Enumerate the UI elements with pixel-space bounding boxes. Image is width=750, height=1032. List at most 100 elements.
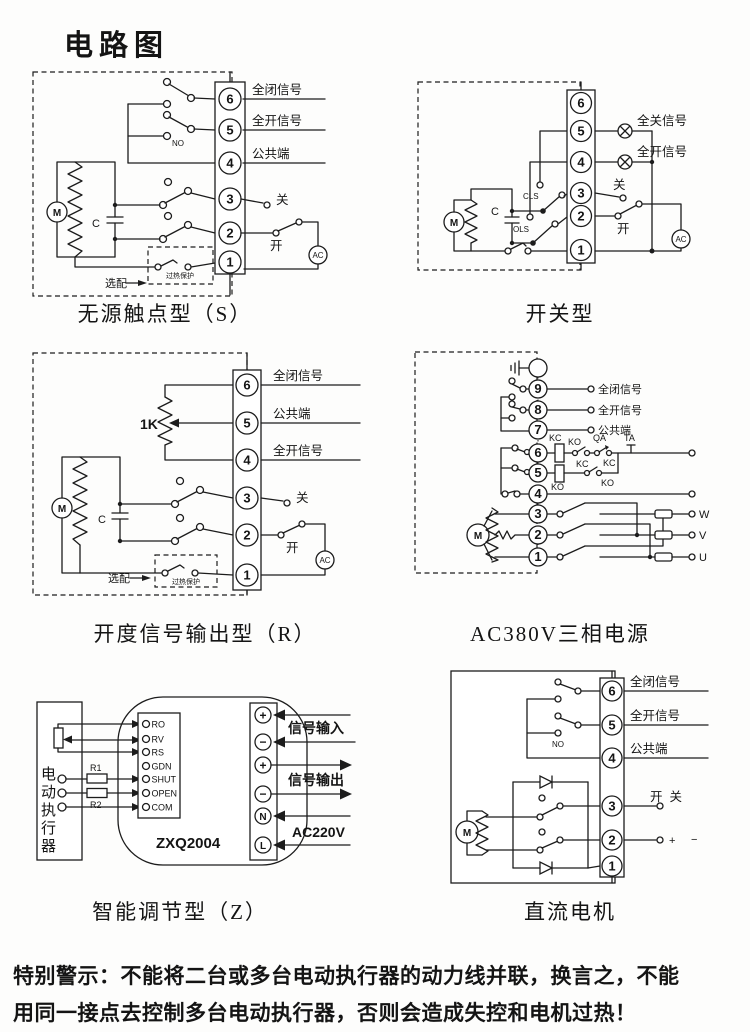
wiper-arrow-icon [169,418,179,428]
motor-label: M [53,208,61,219]
close-label: 关 [613,178,626,192]
terminal-column: + − + − N L [249,702,278,861]
caption-smart-regulator: 智能调节型（Z） [92,900,268,924]
actuator-char-5: 器 [41,838,56,855]
svg-text:5: 5 [577,124,584,139]
svg-text:3: 3 [577,186,584,201]
phase-switching: W V U [546,502,710,564]
common-label: 公共端 [252,147,290,161]
terminal-strip: 6 5 4 3 2 1 [599,670,625,884]
ols-label: OLS [513,225,529,234]
svg-text:6: 6 [534,445,541,460]
motor-winding [464,199,478,244]
diode-bridge [512,774,601,876]
signal-closed-label: 全关信号 [637,113,687,128]
terminal-strip: 6 5 4 3 2 1 [232,352,262,596]
capacitor-label: C [92,218,100,230]
svg-text:COM: COM [152,803,173,813]
close-label: 关 [276,193,289,207]
no-label: NO [552,740,564,749]
resistor-r1 [86,773,108,784]
ta-label: TA [624,433,635,443]
svg-text:6: 6 [608,684,615,699]
svg-text:2: 2 [243,528,250,543]
open-label: 开 [286,541,299,555]
warning-block: 特别警示：不能将二台或多台电动执行器的动力线并联，换言之，不能 用同一接点去控制… [13,958,748,1032]
capacitor: C [470,188,520,244]
fuse-u [654,552,673,562]
svg-text:1: 1 [608,859,615,874]
resistor-r2 [86,787,108,799]
svg-text:2: 2 [226,226,233,241]
svg-text:+: + [259,709,266,723]
terminal-labels: 全闭信号 全开信号 公共端 关 开 AC [240,82,328,270]
device-model-label: ZXQ2004 [156,835,221,852]
open-close-label: 开 关 [650,790,682,804]
io-wires: 信号输入 信号输出 AC220V [270,709,356,851]
smart-regulator-diagram: 电 动 执 行 器 R1 R2 RO [36,696,356,866]
no-label: NO [172,139,184,148]
signal-switches: NO [526,678,601,759]
enclosure-box [450,670,616,884]
ac-source-label: AC [312,251,323,260]
motor-symbol: M [46,161,83,258]
capacitor-label: C [98,514,106,526]
pushbuttons: 关 开 AC [594,178,691,252]
signal-closed-label: 全闭信号 [273,368,323,383]
motor-symbol: M [443,199,506,252]
svg-text:5: 5 [534,465,541,480]
svg-text:1: 1 [534,549,541,564]
svg-text:L: L [260,841,266,852]
signal-closed-label: 全闭信号 [252,82,302,97]
lamp-outputs: 全关信号 全开信号 [594,113,687,254]
svg-text:1: 1 [226,255,233,270]
signal-labels: 全闭信号 全开信号 公共端 [546,382,642,437]
common-label: 公共端 [630,742,668,756]
signal-switches [500,377,530,432]
qa-label: QA [593,433,606,443]
optional-label: 选配 [108,572,130,585]
actuator-char-4: 行 [41,820,56,837]
svg-text:4: 4 [534,486,542,501]
svg-text:1: 1 [243,568,250,583]
caption-dc-motor: 直流电机 [524,900,616,924]
svg-text:4: 4 [608,751,616,766]
svg-text:4: 4 [577,155,585,170]
terminal-labels: 全闭信号 公共端 全开信号 关 开 AC [260,368,361,576]
svg-text:2: 2 [534,527,541,542]
switch-type-diagram: M C CLS OLS [417,81,691,271]
actuator-char-3: 执 [41,802,56,819]
motor-symbol: M [51,456,88,574]
svg-text:SHUT: SHUT [152,775,177,785]
r1-label: R1 [90,763,102,773]
diode-icon-2 [539,860,554,876]
svg-text:RV: RV [152,735,164,745]
warning-line-1: 特别警示：不能将二台或多台电动执行器的动力线并联，换言之，不能 [13,965,680,988]
svg-text:5: 5 [226,123,233,138]
terminal-labels: 全闭信号 全开信号 公共端 开 关 + − [623,674,709,847]
motor-winding [72,456,88,546]
thermal-label: 过热保护 [166,271,194,280]
svg-text:−: − [259,735,266,749]
limit-switches: NO [112,77,216,244]
motor-symbol: M [455,810,489,856]
motor-winding [485,507,499,563]
motor-label: M [463,828,471,839]
passive-contact-diagram: M C NO [32,71,328,297]
svg-text:6: 6 [226,92,233,107]
svg-text:+: + [259,759,266,773]
svg-text:GDN: GDN [152,762,172,772]
ground-symbol [510,360,530,376]
svg-text:5: 5 [243,416,250,431]
kc-coil [554,443,565,463]
r2-label: R2 [90,800,102,810]
svg-text:4: 4 [226,156,234,171]
kc-label-2: KC [603,458,616,468]
motor-label: M [450,218,458,229]
caption-signal-output: 开度信号输出型（R） [93,622,317,646]
diode-icon [539,774,554,790]
caption-switch-type: 开关型 [525,302,595,326]
ac-source-label: AC [319,556,330,565]
phase-v-label: V [699,530,707,542]
pot-value-label: 1K [140,416,158,432]
